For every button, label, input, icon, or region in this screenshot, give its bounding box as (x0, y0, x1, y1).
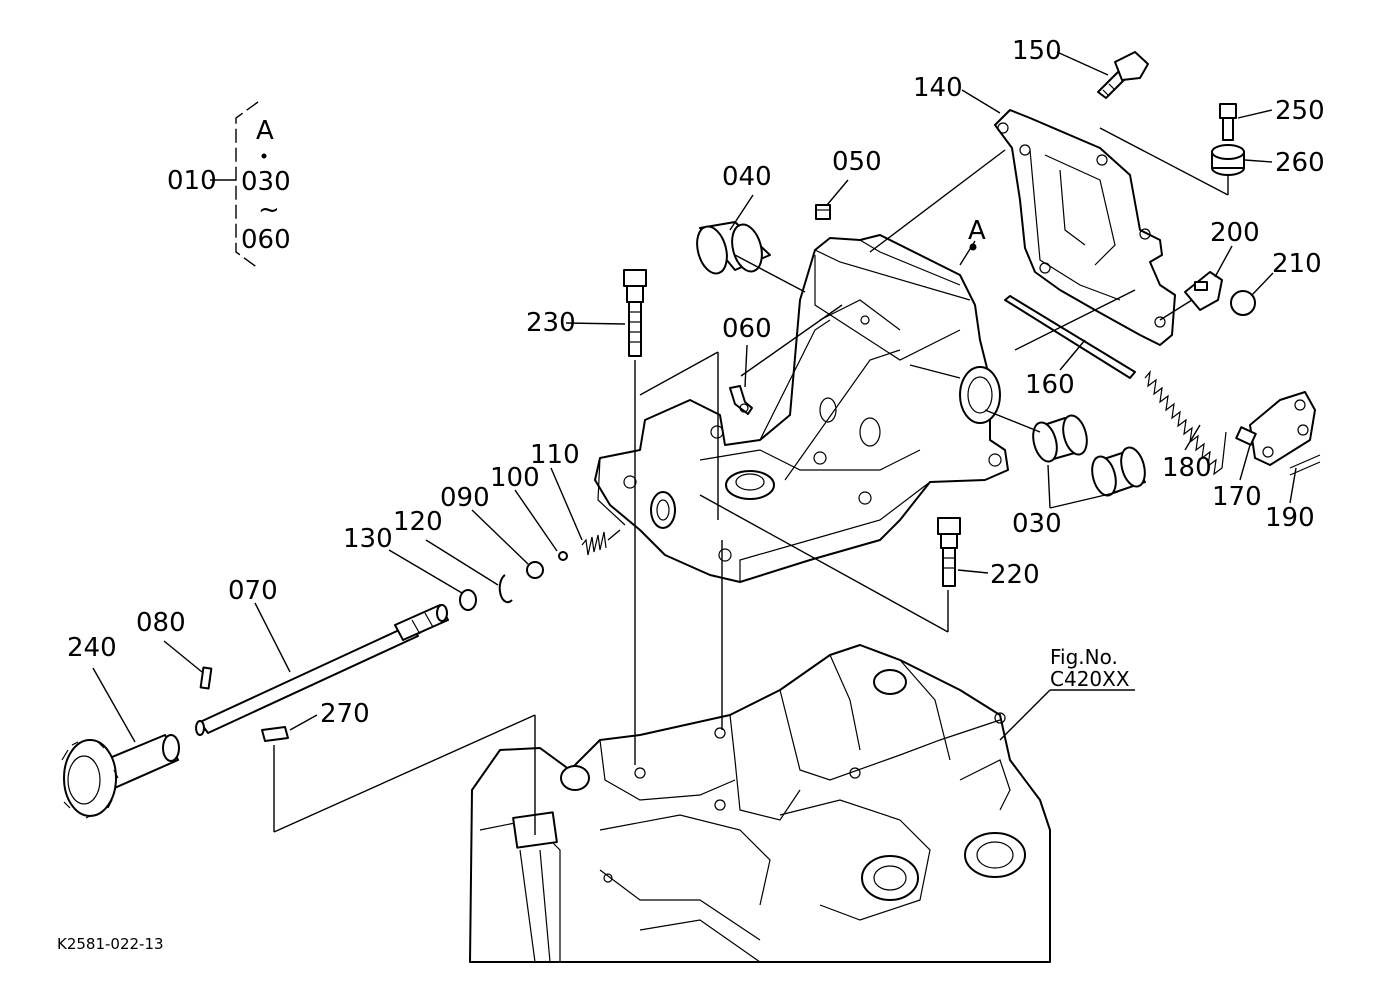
callout-120: 120 (393, 507, 443, 537)
callout-180: 180 (1162, 453, 1212, 483)
callout-kit-a: A (256, 116, 274, 146)
callout-kit-tilde: ~ (258, 195, 280, 225)
callout-mark-a: A (968, 216, 986, 246)
transmission-case (469, 644, 1051, 963)
spring-180 (1144, 369, 1227, 476)
callout-080: 080 (136, 608, 186, 638)
ball-100 (558, 551, 568, 561)
hydraulic-cylinder-housing (594, 234, 1009, 583)
callout-110: 110 (530, 440, 580, 470)
bolt-250 (1219, 103, 1237, 141)
callout-050: 050 (832, 147, 882, 177)
callout-150: 150 (1012, 36, 1062, 66)
callout-210: 210 (1272, 249, 1322, 279)
ball-210 (1230, 290, 1256, 316)
callout-010: 010 (167, 166, 217, 196)
callout-200: 200 (1210, 218, 1260, 248)
reference-dot-a (969, 243, 977, 251)
callout-270: 270 (320, 699, 370, 729)
cushion-260 (1211, 144, 1245, 176)
callout-130: 130 (343, 524, 393, 554)
shaft-070 (195, 604, 449, 736)
callout-170: 170 (1212, 482, 1262, 512)
callout-070: 070 (228, 576, 278, 606)
leader-lines (92, 51, 1297, 835)
callout-140: 140 (913, 73, 963, 103)
fig-no-label: Fig.No. (1050, 645, 1118, 669)
elbow-060 (729, 385, 753, 415)
callout-220: 220 (990, 560, 1040, 590)
callout-030: 030 (1012, 509, 1062, 539)
callout-090: 090 (440, 483, 490, 513)
kit-bracket-010 (210, 101, 259, 269)
callout-100: 100 (490, 463, 540, 493)
cover-bracket-140 (994, 109, 1176, 346)
rod-160 (1004, 295, 1136, 379)
callout-260: 260 (1275, 148, 1325, 178)
callout-040: 040 (722, 162, 772, 192)
fig-no-value: C420XX (1050, 667, 1130, 691)
bolt-220 (937, 517, 961, 587)
callout-190: 190 (1265, 503, 1315, 533)
callout-060: 060 (722, 314, 772, 344)
key-270 (261, 726, 289, 742)
callout-250: 250 (1275, 96, 1325, 126)
bracket-200 (1184, 271, 1223, 311)
pin-080 (199, 666, 213, 690)
plug-050 (815, 204, 831, 220)
callout-kit-030: 030 (241, 167, 291, 197)
snap-ring-120 (498, 574, 513, 604)
bushings-030 (1032, 414, 1146, 497)
pin-190 (1289, 454, 1321, 476)
spring-110 (581, 531, 607, 556)
callout-230: 230 (526, 308, 576, 338)
bolt-230 (623, 269, 647, 357)
drawing-code: K2581-022-13 (57, 935, 164, 953)
callout-kit-060: 060 (241, 225, 291, 255)
bushing-040 (696, 221, 771, 275)
o-ring-130 (459, 589, 477, 611)
callout-240: 240 (67, 633, 117, 663)
o-ring-090 (526, 561, 544, 579)
bolt-150 (1097, 51, 1149, 99)
plate-170 (1235, 391, 1316, 466)
kit-dot (261, 153, 267, 159)
callout-160: 160 (1025, 370, 1075, 400)
knob-240 (61, 734, 180, 819)
callout-labels: 010 A 030 ~ 060 040 050 140 150 250 260 … (57, 36, 1325, 953)
